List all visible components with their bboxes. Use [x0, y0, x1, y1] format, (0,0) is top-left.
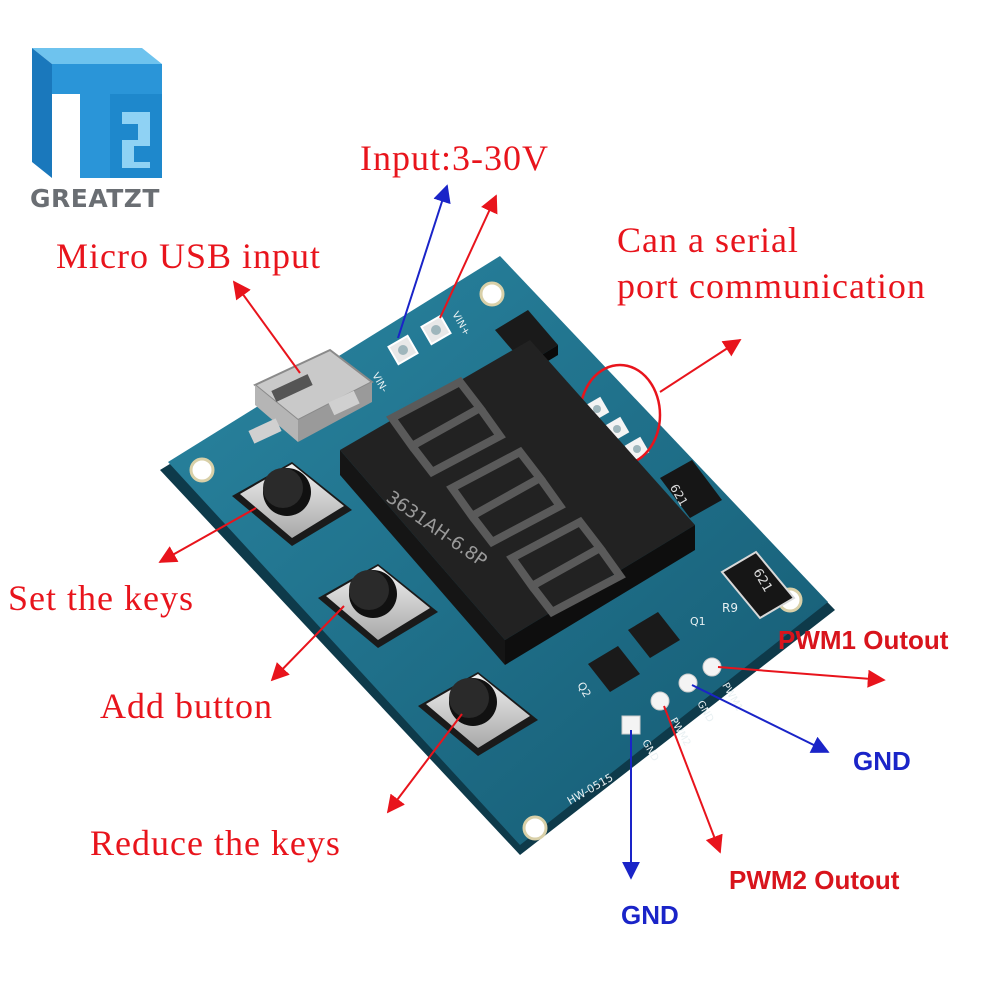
arrow-add-button [270, 605, 345, 682]
label-gnd-right: GND [853, 746, 911, 776]
callout-arrows [158, 184, 886, 880]
label-add-button: Add button [100, 686, 274, 726]
arrow-serial [659, 339, 742, 393]
label-serial-line2: port communication [617, 266, 926, 306]
label-pwm2-output: PWM2 Outout [729, 865, 900, 895]
arrow-usb [232, 280, 301, 374]
silk-q1: Q1 [690, 615, 706, 628]
smd-resistor-r9: 621 R9 [720, 550, 796, 620]
arrow-gnd-right [691, 684, 830, 753]
arrow-vin-minus [397, 184, 451, 339]
label-reduce-keys: Reduce the keys [90, 823, 341, 863]
label-serial-line1: Can a serial [617, 220, 799, 260]
arrow-vin-plus [439, 194, 498, 319]
label-input-voltage: Input:3-30V [360, 138, 549, 178]
label-pwm1-output: PWM1 Outout [778, 625, 949, 655]
arrow-pwm2 [663, 705, 723, 854]
arrow-set-keys [158, 507, 257, 563]
label-gnd-bottom: GND [621, 900, 679, 930]
micro-usb-connector [248, 348, 374, 444]
t2-logo-icon [32, 48, 162, 178]
arrow-pwm1 [717, 666, 886, 688]
silk-r9: R9 [722, 601, 738, 615]
brand-name: GREATZT [30, 184, 160, 213]
set-key-button[interactable] [232, 462, 352, 546]
arrow-reduce-keys [386, 713, 463, 814]
seven-segment-display: 3631AH-6.8P [340, 340, 695, 665]
add-key-button[interactable] [318, 564, 438, 648]
label-set-keys: Set the keys [8, 578, 194, 618]
label-micro-usb: Micro USB input [56, 236, 322, 276]
transistor-q1: Q1 [628, 612, 706, 658]
